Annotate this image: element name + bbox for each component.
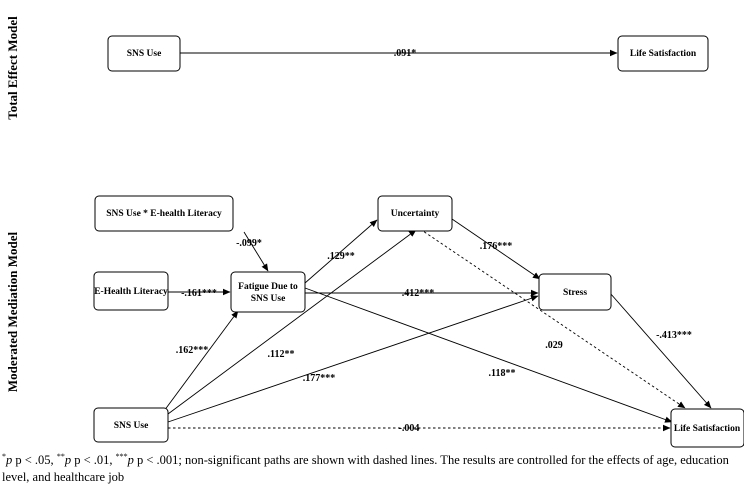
node-stress: Stress [538, 273, 612, 311]
path-stress-to-ls [609, 292, 712, 409]
coef-fatigue-to-uncertainty: .129** [327, 251, 355, 262]
node-interaction: SNS Use * E-health Literacy [94, 195, 234, 232]
note-text-3: p < .001; non-significant paths are show… [2, 453, 729, 485]
path-interaction-to-fatigue [243, 231, 269, 272]
path-fatigue-to-ls [304, 287, 673, 423]
svg-text:E-Health Literacy: E-Health Literacy [94, 287, 168, 297]
path-sns-to-stress [167, 295, 539, 423]
total-effect-model-title: Total Effect Model [5, 16, 20, 120]
path-uncertainty-to-ls [419, 228, 686, 409]
coef-ehl-to-fatigue: -.161*** [181, 288, 217, 299]
coef-sns-to-ls: -.004 [399, 423, 420, 434]
path-fatigue-to-uncertainty [304, 219, 378, 284]
path-sns-to-fatigue [163, 310, 239, 412]
sig-marker-1: * [2, 452, 6, 461]
sig-marker-3: *** [115, 452, 128, 461]
svg-text:Stress: Stress [563, 288, 587, 298]
coef-fatigue-to-stress: .412*** [402, 288, 435, 299]
node-fatigue: Fatigue Due to SNS Use [230, 271, 306, 313]
path-sns-to-uncertainty [167, 229, 417, 415]
node-life-satisfaction: Life Satisfaction [670, 408, 744, 448]
coef-total-sns-to-ls: .091* [394, 48, 417, 59]
coef-sns-to-uncertainty: .112** [268, 349, 295, 360]
svg-text:SNS Use: SNS Use [251, 294, 286, 304]
moderated-mediation-model-title: Moderated Mediation Model [5, 231, 20, 392]
coef-sns-to-fatigue: .162*** [176, 345, 209, 356]
coef-sns-to-stress: .177*** [303, 373, 336, 384]
svg-text:Fatigue Due to: Fatigue Due to [238, 282, 298, 292]
node-total-life-satisfaction: Life Satisfaction [617, 35, 709, 72]
coef-uncertainty-to-ls: .029 [545, 340, 563, 351]
coef-interaction-to-fatigue: -.099* [236, 238, 262, 249]
sig-marker-2: ** [56, 452, 65, 461]
node-sns-use: SNS Use [93, 407, 169, 443]
svg-text:SNS Use: SNS Use [127, 49, 162, 59]
node-uncertainty: Uncertainty [377, 195, 453, 232]
svg-text:Life Satisfaction: Life Satisfaction [630, 49, 697, 59]
svg-text:Life Satisfaction: Life Satisfaction [674, 424, 741, 434]
node-total-sns-use: SNS Use [107, 35, 181, 72]
coef-fatigue-to-ls: .118** [489, 368, 516, 379]
path-diagram: Total Effect Model Moderated Mediation M… [5, 16, 744, 448]
note-text-2: p < .01, [71, 453, 116, 468]
svg-text:Uncertainty: Uncertainty [391, 209, 440, 219]
note-text-1: p < .05, [12, 453, 57, 468]
footnote: *p p < .05, **p p < .01, ***p p < .001; … [2, 452, 729, 485]
coef-uncertainty-to-stress: .176*** [480, 241, 513, 252]
path-uncertainty-to-stress [451, 218, 541, 280]
node-ehealth-literacy: E-Health Literacy [93, 271, 169, 311]
svg-text:SNS Use * E-health Literacy: SNS Use * E-health Literacy [106, 209, 222, 219]
svg-text:SNS Use: SNS Use [114, 421, 149, 431]
coef-stress-to-ls: -.413*** [656, 330, 692, 341]
